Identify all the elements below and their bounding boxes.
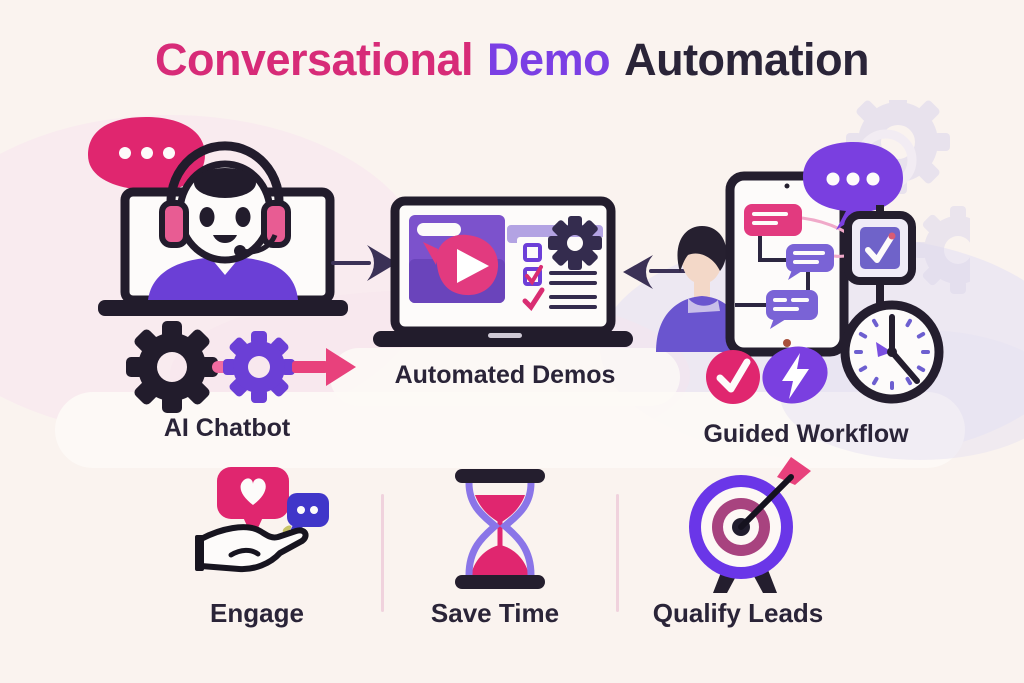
engage-illustration xyxy=(195,467,329,573)
gear-icon xyxy=(223,331,295,403)
ai-chatbot-illustration xyxy=(88,117,356,413)
laptop-base xyxy=(98,300,348,316)
check-circle-icon xyxy=(706,350,760,404)
clock-icon xyxy=(840,300,944,404)
benefit-label-engage: Engage xyxy=(210,598,304,628)
laptop-base xyxy=(373,331,633,347)
video-play-icon xyxy=(409,215,505,303)
benefit-label-save-time: Save Time xyxy=(430,598,560,628)
automated-demos-illustration xyxy=(331,196,691,347)
person-icon xyxy=(656,226,744,352)
guided-workflow-illustration xyxy=(656,100,970,404)
connector-line xyxy=(876,281,884,303)
benefit-divider xyxy=(381,494,384,612)
chat-dots-bubble-icon xyxy=(88,117,205,215)
benefit-divider xyxy=(616,494,619,612)
save-time-illustration xyxy=(455,469,545,589)
title-word-automation: Automation xyxy=(624,34,870,85)
title-word-demo: Demo xyxy=(487,34,611,85)
gear-icon xyxy=(548,216,602,270)
flow-arrow-icon xyxy=(331,245,397,281)
target-dart-icon xyxy=(689,457,811,593)
robot-headset-icon xyxy=(148,141,298,300)
benefit-label-qualify-leads: Qualify Leads xyxy=(652,598,824,628)
title-word-conversational: Conversational xyxy=(154,34,474,85)
hand-heart-icon xyxy=(195,467,329,573)
step-label-automated-demos: Automated Demos xyxy=(394,361,616,389)
step-label-guided-workflow: Guided Workflow xyxy=(703,420,909,448)
check-badge-icon xyxy=(844,211,916,285)
gear-icon xyxy=(126,321,218,413)
flow-arrow-icon xyxy=(292,348,356,386)
background-gear-icon xyxy=(914,206,970,294)
qualify-leads-illustration xyxy=(689,457,811,593)
background-band xyxy=(330,348,680,406)
step-label-ai-chatbot: AI Chatbot xyxy=(163,414,291,442)
hourglass-icon xyxy=(455,469,545,589)
lightning-icon xyxy=(762,346,828,404)
page-title: Conversational Demo Automation xyxy=(0,34,1024,86)
